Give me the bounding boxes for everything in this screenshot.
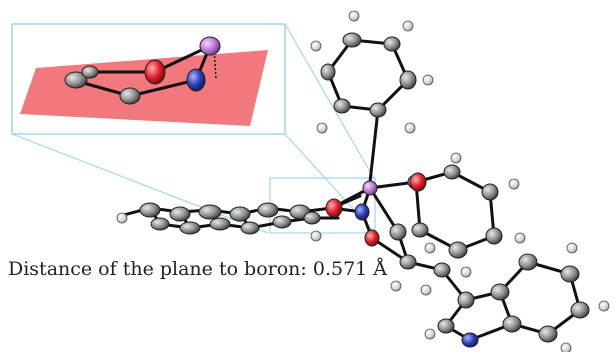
molecular-plane (20, 50, 268, 126)
oxygen-atom (364, 229, 380, 247)
inset-oxygen-atom (144, 59, 166, 85)
inset-boron-atom (199, 36, 221, 56)
inset-nitrogen-atom (186, 68, 206, 92)
boron-atom (362, 180, 378, 196)
plane-distance-caption: Distance of the plane to boron: 0.571 Å (8, 258, 388, 280)
inset-carbon-atom (81, 65, 99, 79)
inset-ring-view (20, 36, 268, 126)
oxygen-atom (325, 198, 343, 218)
nitrogen-atom (461, 332, 479, 348)
nitrogen-atom (354, 203, 370, 221)
oxygen-atom (409, 172, 427, 192)
carbon-atoms (139, 32, 590, 343)
hydrogen-atoms (116, 10, 610, 352)
inset-carbon-atom (119, 87, 141, 105)
inset-carbon-atom (64, 71, 88, 89)
